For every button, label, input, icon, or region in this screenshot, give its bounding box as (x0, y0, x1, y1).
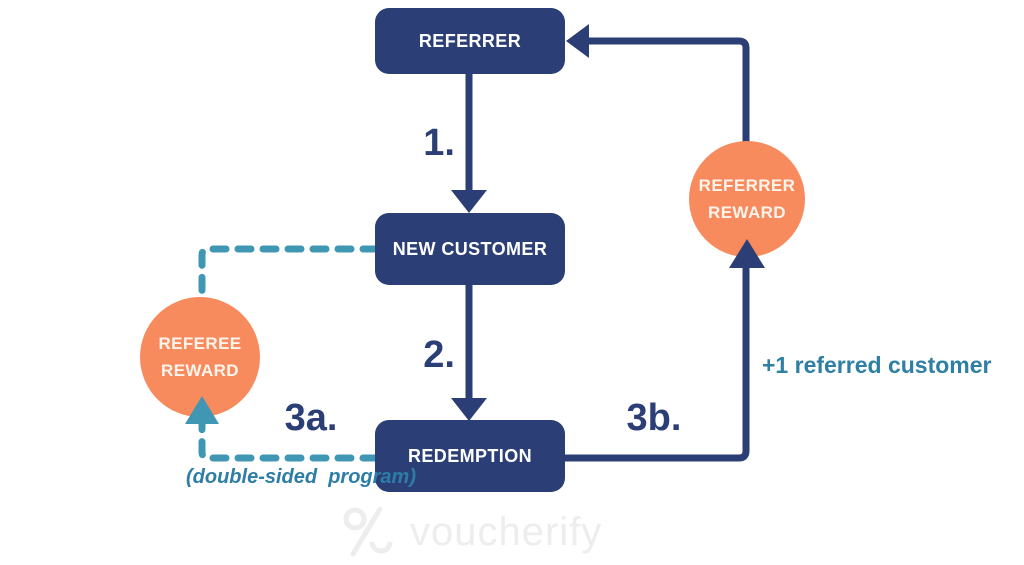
step2-arrowhead-down-icon (451, 398, 487, 421)
node-referee-reward-label-line2: REWARD (161, 361, 239, 380)
double-sided-annotation: (double-sided program) (186, 466, 416, 488)
node-redemption-label: REDEMPTION (407, 445, 532, 466)
referee-dashed-bottom-line (198, 418, 380, 462)
node-referrer-label: REFERRER (418, 30, 522, 51)
step-1-label: 1. (423, 122, 455, 164)
referred-customer-annotation: +1 referred customer (762, 352, 992, 378)
node-referrer-reward-label-line2: REWARD (708, 203, 786, 222)
brand-name: voucherify (410, 509, 603, 554)
percent-icon (343, 506, 393, 557)
referrer-reward-arrowhead-up-icon (729, 239, 765, 268)
step-3b-label: 3b. (626, 397, 682, 439)
referee-reward-arrowhead-up-icon (185, 396, 219, 424)
node-redemption: REDEMPTION (375, 420, 565, 492)
node-new-customer: NEW CUSTOMER (375, 213, 565, 285)
node-referee-reward-label-line1: REFEREE (158, 333, 242, 353)
node-referrer-reward: REFERRER REWARD (689, 141, 805, 257)
referee-dashed-top-line (198, 245, 380, 298)
loop-arrowhead-left-icon (566, 24, 589, 58)
node-referee-reward: REFEREE REWARD (140, 297, 260, 417)
node-referrer-reward-label-line1: REFERRER (698, 175, 796, 195)
step-2-label: 2. (423, 334, 455, 376)
node-referrer: REFERRER (375, 8, 565, 74)
step1-arrowhead-down-icon (451, 190, 487, 213)
node-new-customer-label: NEW CUSTOMER (392, 238, 548, 259)
step-3a-label: 3a. (284, 397, 338, 439)
brand-watermark: voucherify (340, 506, 602, 558)
